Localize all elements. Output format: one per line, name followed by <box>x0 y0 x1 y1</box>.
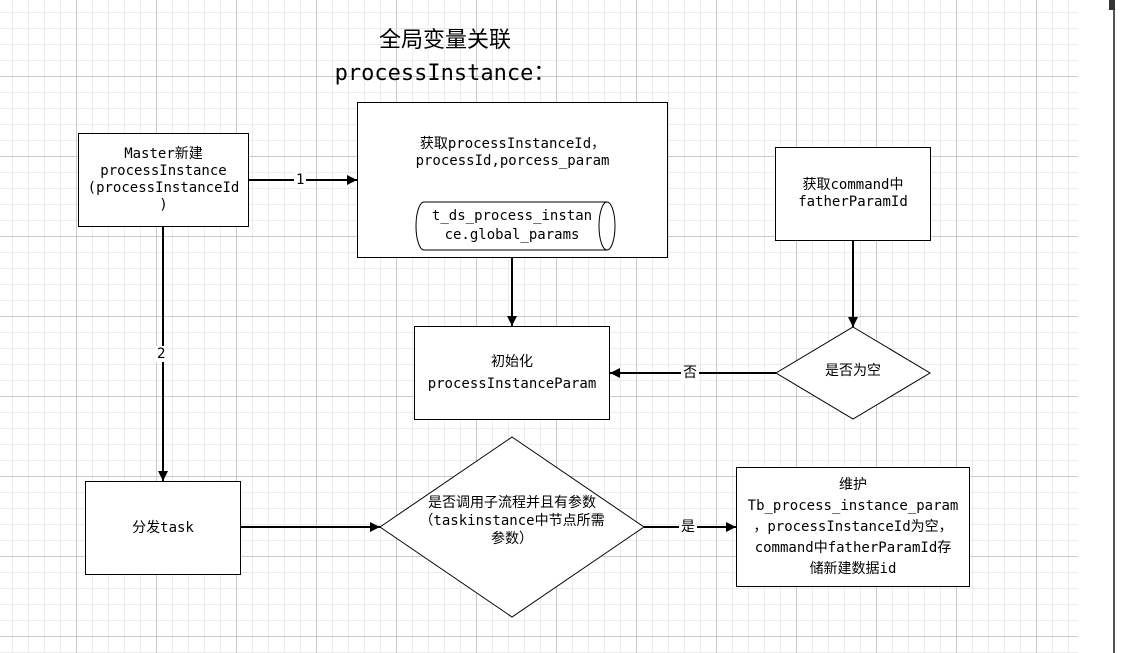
db-text-line: t_ds_process_instan <box>431 208 593 224</box>
node-text-line: 储新建数据id <box>809 560 897 577</box>
scrollbar-thumb[interactable] <box>1109 0 1115 10</box>
title-line-2: processInstance： <box>334 61 556 86</box>
node-text-line: 获取command中 <box>802 177 904 193</box>
decision-is-empty-label: 是否为空 <box>776 362 930 380</box>
maintain-param-node[interactable]: 维护 Tb_process_instance_param ，processIns… <box>736 467 970 587</box>
diagram-title: 全局变量关联 processInstance： <box>300 24 590 90</box>
node-text-line: ，processInstanceId为空， <box>753 518 953 535</box>
master-create-node[interactable]: Master新建 processInstance (processInstanc… <box>78 133 249 227</box>
edge-label-yes: 是 <box>679 519 697 535</box>
node-text-line: processId,porcess_param <box>415 153 610 169</box>
get-command-node[interactable]: 获取command中 fatherParamId <box>775 147 931 241</box>
node-text-line: 分发task <box>132 519 194 536</box>
database-cylinder-icon <box>415 201 616 251</box>
node-text-line: 维护 <box>839 476 867 493</box>
node-text-line: Master新建 <box>124 146 203 162</box>
decision-text-line: 参数） <box>491 531 533 547</box>
dispatch-task-node[interactable]: 分发task <box>85 481 241 575</box>
edge-label-no: 否 <box>681 365 699 381</box>
node-text-line: 初始化 <box>491 354 533 370</box>
edge-label-2: 2 <box>155 346 168 362</box>
node-text-line: 获取processInstanceId， <box>419 136 606 152</box>
db-text-line: ce.global_params <box>444 227 580 243</box>
decision-text-line: 是否为空 <box>825 363 881 379</box>
init-param-node[interactable]: 初始化 processInstanceParam <box>414 326 610 420</box>
decision-subprocess-label: 是否调用子流程并且有参数 （taskinstance中节点所需 参数） <box>380 494 644 548</box>
node-text-line: processInstance <box>100 163 227 179</box>
node-text-line: Tb_process_instance_param <box>747 497 959 514</box>
canvas-scrollbar[interactable] <box>1113 0 1115 653</box>
node-text-line: fatherParamId <box>798 194 908 210</box>
node-text-line: (processInstanceId <box>87 180 240 196</box>
node-text-line: processInstanceParam <box>427 376 597 392</box>
decision-text-line: （taskinstance中节点所需 <box>419 513 605 529</box>
node-text-line: ) <box>159 197 168 213</box>
decision-is-empty-diamond <box>775 326 931 420</box>
edge-label-1: 1 <box>294 172 307 188</box>
database-label: t_ds_process_instan ce.global_params <box>414 207 610 245</box>
title-line-1: 全局变量关联 <box>378 28 511 53</box>
node-text-line: command中fatherParamId存 <box>754 539 952 556</box>
decision-subprocess-diamond <box>379 436 645 618</box>
decision-text-line: 是否调用子流程并且有参数 <box>428 495 596 511</box>
